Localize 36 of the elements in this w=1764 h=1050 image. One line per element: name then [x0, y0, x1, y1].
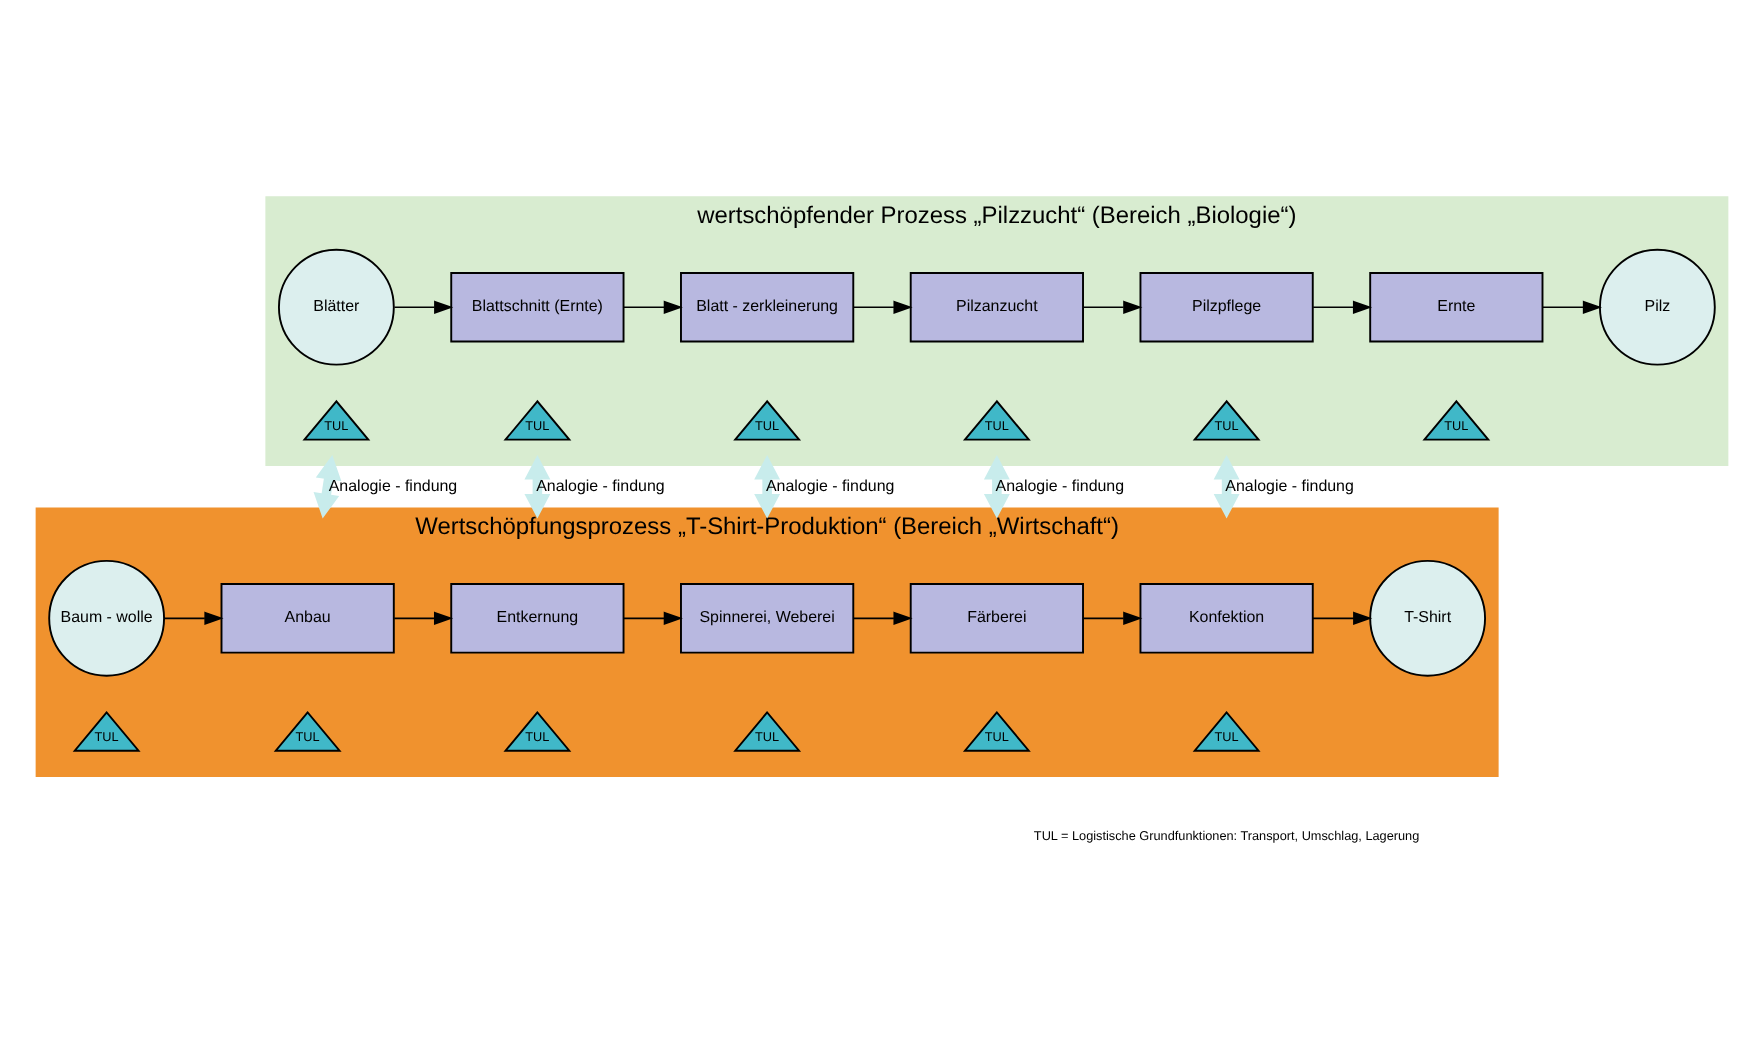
node-box: Spinnerei, Weberei [680, 583, 855, 654]
edge-label: Analogie - findung [536, 476, 665, 495]
node-circle: Blätter [278, 248, 395, 366]
arrow [1312, 611, 1373, 626]
arrow [1082, 611, 1143, 626]
arrow [393, 300, 454, 314]
node-box: Blatt - zerkleinerung [680, 271, 855, 343]
arrow [852, 300, 913, 314]
arrow [163, 611, 224, 626]
arrow [393, 611, 454, 626]
node-circle: Baum - wolle [48, 559, 166, 677]
node-box: Ernte [1369, 271, 1544, 343]
edge-label: Analogie - findung [995, 476, 1125, 495]
arrow [1541, 300, 1603, 314]
arrow [1082, 300, 1143, 314]
node-box: Blattschnitt (Ernte) [450, 271, 625, 343]
edge-label: Analogie - findung [328, 476, 458, 495]
node-circle: Pilz [1598, 248, 1716, 366]
arrow [313, 455, 342, 519]
arrow [623, 611, 683, 626]
arrow [983, 454, 1010, 519]
arrow [1213, 454, 1240, 519]
node-box: Färberei [909, 583, 1084, 654]
node-box: Pilzanzucht [909, 271, 1084, 343]
node-box: Konfektion [1139, 583, 1314, 654]
node-circle: T-Shirt [1369, 559, 1486, 677]
node-box: Anbau [220, 583, 395, 654]
edge-label: Analogie - findung [1225, 476, 1354, 495]
edge-label: Analogie - findung [765, 476, 895, 495]
arrow [524, 454, 551, 519]
arrow [852, 611, 913, 626]
arrow [754, 454, 781, 519]
node-box: Entkernung [450, 583, 625, 654]
arrow [1312, 300, 1373, 314]
arrow [623, 300, 683, 314]
node-box: Pilzpflege [1139, 271, 1314, 343]
